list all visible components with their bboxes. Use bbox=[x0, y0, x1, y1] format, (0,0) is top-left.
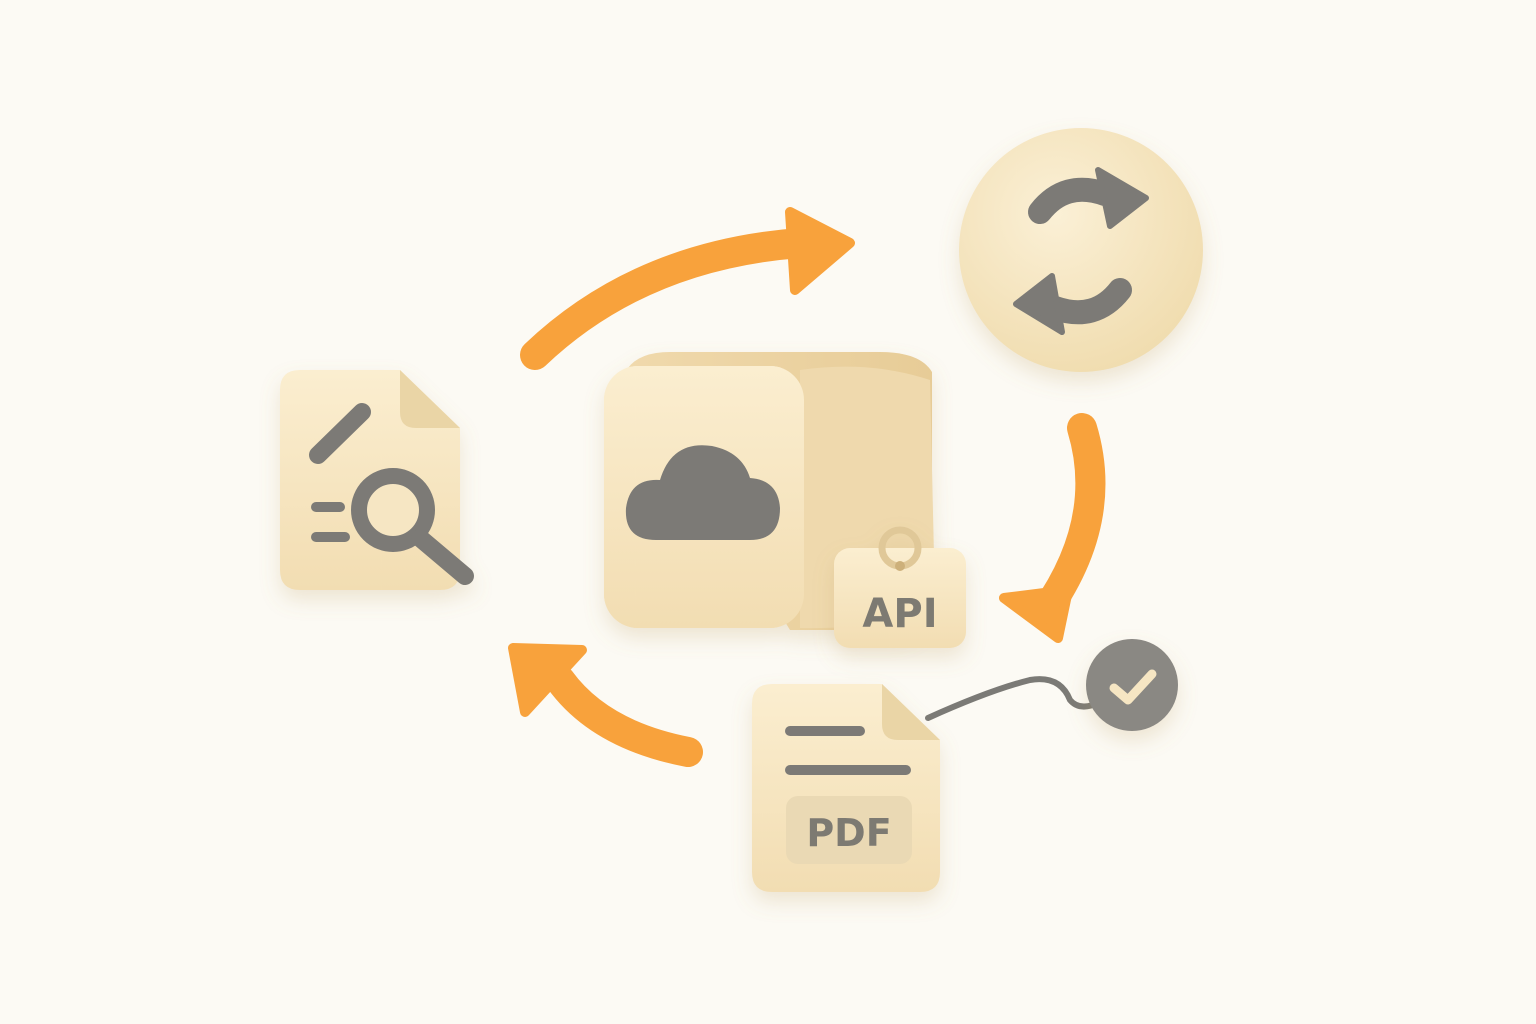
refresh-icon bbox=[959, 128, 1203, 372]
arrow-top bbox=[520, 207, 855, 370]
cloud-icon bbox=[625, 445, 780, 540]
api-tag-icon: API bbox=[834, 526, 966, 648]
check-icon bbox=[1086, 639, 1178, 731]
search-document-icon bbox=[280, 370, 474, 590]
api-label: API bbox=[862, 591, 937, 637]
arrow-right bbox=[999, 413, 1106, 643]
pdf-document-icon: PDF bbox=[752, 684, 940, 892]
cloud-cube bbox=[604, 352, 935, 630]
pdf-label: PDF bbox=[806, 811, 891, 855]
connector-cord bbox=[925, 676, 1103, 721]
arrow-bottom bbox=[508, 643, 703, 767]
